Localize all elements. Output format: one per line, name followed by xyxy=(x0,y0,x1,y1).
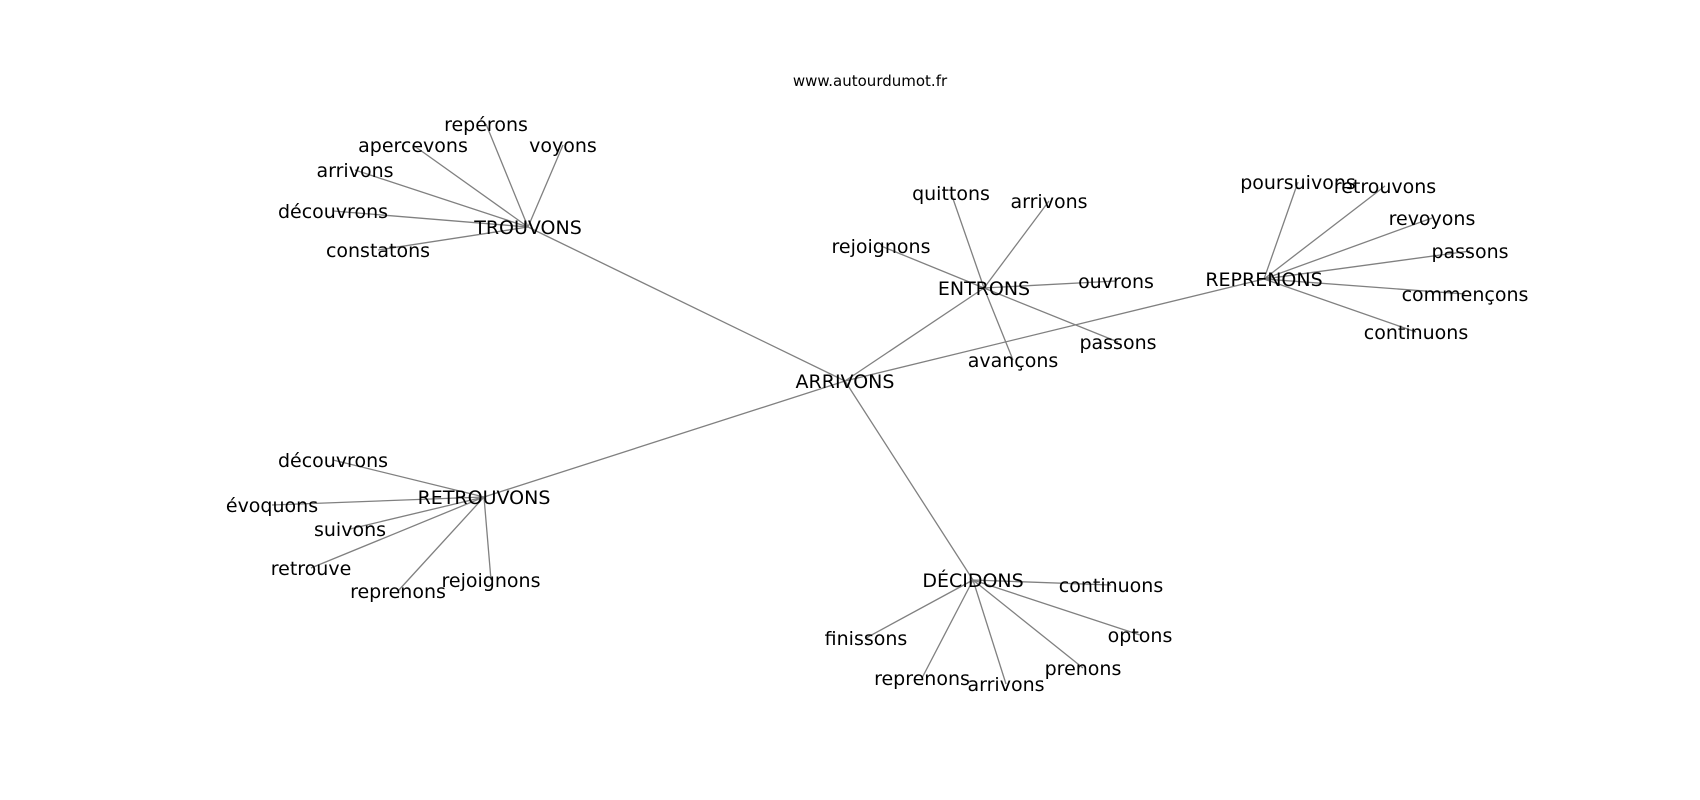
leaf-node-label: voyons xyxy=(529,135,597,157)
leaf-node-label: arrivons xyxy=(1010,191,1087,213)
hub-node-label-trouvons: TROUVONS xyxy=(473,217,582,239)
edge-decidons-leaf xyxy=(972,579,1007,685)
leaf-node-label: retrouve xyxy=(271,558,352,580)
leaf-node-label: découvrons xyxy=(278,450,388,472)
edge-retrouvons-leaf xyxy=(483,496,492,581)
edge-entrons-leaf xyxy=(880,245,985,289)
leaf-node-label: arrivons xyxy=(967,674,1044,696)
leaf-node-label: optons xyxy=(1108,625,1173,647)
edge-entrons-leaf xyxy=(983,200,1050,289)
edge-decidons-leaf xyxy=(865,579,974,639)
leaf-node-label: passons xyxy=(1431,241,1508,263)
edge-center-to-trouvons xyxy=(527,226,846,382)
edge-center-to-reprenons xyxy=(844,278,1265,382)
source-watermark: www.autourdumot.fr xyxy=(792,72,948,90)
edge-reprenons-leaf xyxy=(1263,217,1433,280)
leaf-node-label: arrivons xyxy=(316,160,393,182)
edge-decidons-leaf xyxy=(972,579,1084,669)
edge-center-to-decidons xyxy=(844,380,974,581)
leaf-node-label: avançons xyxy=(968,350,1059,372)
leaf-node-label: continuons xyxy=(1059,575,1164,597)
leaf-node-label: suivons xyxy=(314,519,386,541)
edge-decidons-leaf xyxy=(972,579,1141,636)
leaf-node-label: continuons xyxy=(1364,322,1469,344)
leaf-node-label: rejoignons xyxy=(832,236,931,258)
leaf-node-label: prenons xyxy=(1045,658,1122,680)
edge-entrons-leaf xyxy=(983,287,1014,361)
edge-reprenons-leaf xyxy=(1263,181,1299,280)
hub-node-label-entrons: ENTRONS xyxy=(938,278,1030,300)
leaf-node-label: quittons xyxy=(912,183,990,205)
edge-reprenons-leaf xyxy=(1263,278,1417,333)
leaf-node-label: reprenons xyxy=(874,668,970,690)
hub-node-label-reprenons: REPRENONS xyxy=(1205,269,1322,291)
leaf-node-label: rejoignons xyxy=(442,570,541,592)
edge-retrouvons-leaf xyxy=(332,459,485,498)
edge-reprenons-leaf xyxy=(1263,185,1386,280)
leaf-node-label: découvrons xyxy=(278,201,388,223)
edge-trouvons-leaf xyxy=(412,144,529,228)
center-node-label: ARRIVONS xyxy=(796,371,895,393)
edge-trouvons-leaf xyxy=(354,169,529,228)
edge-entrons-leaf xyxy=(950,192,985,289)
leaf-node-label: retrouvons xyxy=(1334,176,1436,198)
leaf-node-label: revoyons xyxy=(1389,208,1476,230)
edge-retrouvons-leaf xyxy=(349,496,485,530)
edge-entrons-leaf xyxy=(983,280,1117,289)
edges-layer xyxy=(271,123,1471,685)
edge-center-to-entrons xyxy=(844,287,985,382)
leaf-node-label: ouvrons xyxy=(1078,271,1154,293)
leaf-node-label: finissons xyxy=(825,628,908,650)
edge-retrouvons-leaf xyxy=(310,496,485,569)
hub-node-label-retrouvons: RETROUVONS xyxy=(418,487,551,509)
edge-center-to-retrouvons xyxy=(483,380,846,498)
hub-node-label-decidons: DÉCIDONS xyxy=(922,569,1023,592)
leaf-node-label: repérons xyxy=(444,114,528,136)
leaf-node-label: constatons xyxy=(326,240,430,262)
edge-trouvons-leaf xyxy=(527,144,564,228)
leaf-node-label: reprenons xyxy=(350,581,446,603)
edge-trouvons-leaf xyxy=(377,226,529,251)
edge-decidons-leaf xyxy=(972,579,1112,586)
leaf-node-label: commençons xyxy=(1402,284,1529,306)
edge-decidons-leaf xyxy=(921,579,974,679)
leaf-node-label: passons xyxy=(1079,332,1156,354)
leaf-node-label: poursuivons xyxy=(1240,172,1356,194)
edge-trouvons-leaf xyxy=(485,123,529,228)
leaf-node-label: évoquons xyxy=(226,495,318,517)
edge-retrouvons-leaf xyxy=(271,496,485,506)
edge-entrons-leaf xyxy=(983,287,1119,343)
leaf-node-label: apercevons xyxy=(358,135,468,157)
edge-reprenons-leaf xyxy=(1263,250,1471,280)
edge-retrouvons-leaf xyxy=(397,496,485,592)
edge-trouvons-leaf xyxy=(332,210,529,228)
edge-reprenons-leaf xyxy=(1263,278,1466,295)
